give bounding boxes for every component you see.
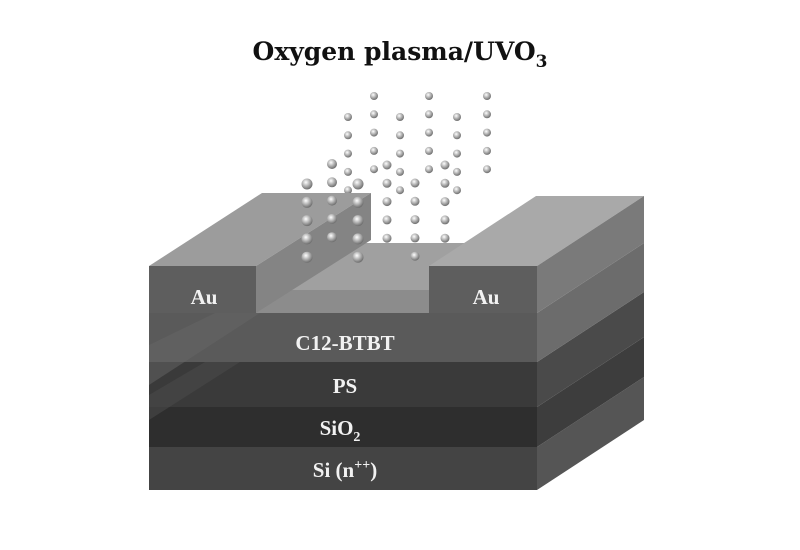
oxygen-particle <box>370 110 378 119</box>
oxygen-particle <box>382 160 392 170</box>
au-right-label: Au <box>473 285 500 309</box>
oxygen-particle <box>301 178 313 190</box>
oxygen-particle <box>382 197 392 207</box>
au-right-top <box>429 196 644 266</box>
oxygen-particle <box>483 110 491 119</box>
au-left-front <box>149 266 256 313</box>
oxygen-particle <box>301 215 313 227</box>
oxygen-particle <box>425 128 433 137</box>
oxygen-particle <box>440 215 450 225</box>
sio2-layer <box>149 407 537 447</box>
oxygen-particle <box>344 131 352 140</box>
oxygen-particle <box>440 233 450 243</box>
c12-side <box>537 243 644 362</box>
sio2-label: SiO2 <box>320 416 361 445</box>
oxygen-particle <box>483 146 491 155</box>
oxygen-particle <box>352 215 364 227</box>
oxygen-particle <box>327 177 337 188</box>
au-left-inner-side <box>256 193 371 313</box>
stack-front-faces <box>149 313 537 490</box>
oxygen-particle <box>440 197 450 207</box>
oxygen-particle <box>453 186 461 195</box>
oxygen-particle <box>352 178 364 190</box>
ps-label: PS <box>333 374 358 398</box>
oxygen-particle <box>344 149 352 158</box>
oxygen-particle <box>370 165 378 174</box>
sio2-side <box>537 337 644 447</box>
oxygen-particle <box>396 167 404 176</box>
au-right-side <box>537 196 644 313</box>
au-electrode-right <box>429 196 644 313</box>
layer-shading <box>149 362 240 420</box>
oxygen-particle <box>382 233 392 243</box>
oxygen-particle <box>396 186 404 195</box>
oxygen-particle <box>327 213 337 224</box>
oxygen-particle <box>382 178 392 188</box>
oxygen-particle <box>425 165 433 174</box>
au-right-front <box>429 266 537 313</box>
au-left-top <box>149 193 371 266</box>
diagram-title: Oxygen plasma/UVO3 <box>253 37 548 72</box>
oxygen-particle <box>396 149 404 158</box>
oxygen-particle <box>344 113 352 121</box>
oxygen-particle <box>440 178 450 188</box>
au-electrode-left <box>149 193 371 313</box>
oxygen-particle <box>382 215 392 225</box>
oxygen-particle <box>327 159 337 169</box>
ps-side <box>537 292 644 407</box>
oxygen-particle <box>301 233 313 245</box>
oxygen-particle <box>344 167 352 176</box>
channel-front <box>256 290 429 313</box>
oxygen-particle <box>483 128 491 137</box>
oxygen-particle <box>453 131 461 140</box>
oxygen-particle <box>425 92 433 100</box>
oxygen-particle <box>483 165 491 174</box>
oxygen-particle <box>370 146 378 155</box>
oxygen-particle <box>327 232 337 243</box>
oxygen-particle <box>410 233 420 243</box>
layer-shading <box>149 313 260 385</box>
oxygen-particle <box>352 233 364 245</box>
oxygen-particle <box>440 160 450 170</box>
oxygen-particle <box>410 215 420 225</box>
oxygen-particle <box>301 196 313 208</box>
oxygen-particle <box>410 251 420 261</box>
oxygen-particle <box>483 92 491 100</box>
oxygen-particle <box>410 178 420 188</box>
oxygen-particle <box>352 251 364 263</box>
au-left-label: Au <box>191 285 218 309</box>
oxygen-particle <box>327 195 337 206</box>
oxygen-particle <box>352 196 364 208</box>
oxygen-particle <box>453 149 461 158</box>
oxygen-particle <box>453 113 461 121</box>
c12-btbt-label: C12-BTBT <box>295 331 394 355</box>
oxygen-particle <box>344 186 352 195</box>
si-side <box>537 377 644 490</box>
si-layer <box>149 447 537 490</box>
stack-side-faces <box>537 243 644 490</box>
si-label: Si (n++) <box>313 458 377 482</box>
oxygen-particle <box>453 167 461 176</box>
oxygen-particle <box>396 113 404 121</box>
oxygen-particle <box>410 196 420 206</box>
oxygen-particle <box>425 146 433 155</box>
oxygen-particle <box>396 131 404 140</box>
oxygen-plasma-particles-back <box>344 92 491 195</box>
oxygen-particle <box>370 128 378 137</box>
oxygen-particle <box>370 92 378 100</box>
oxygen-plasma-particles-front <box>301 159 450 263</box>
oxygen-particle <box>301 251 313 263</box>
oxygen-particle <box>425 110 433 119</box>
